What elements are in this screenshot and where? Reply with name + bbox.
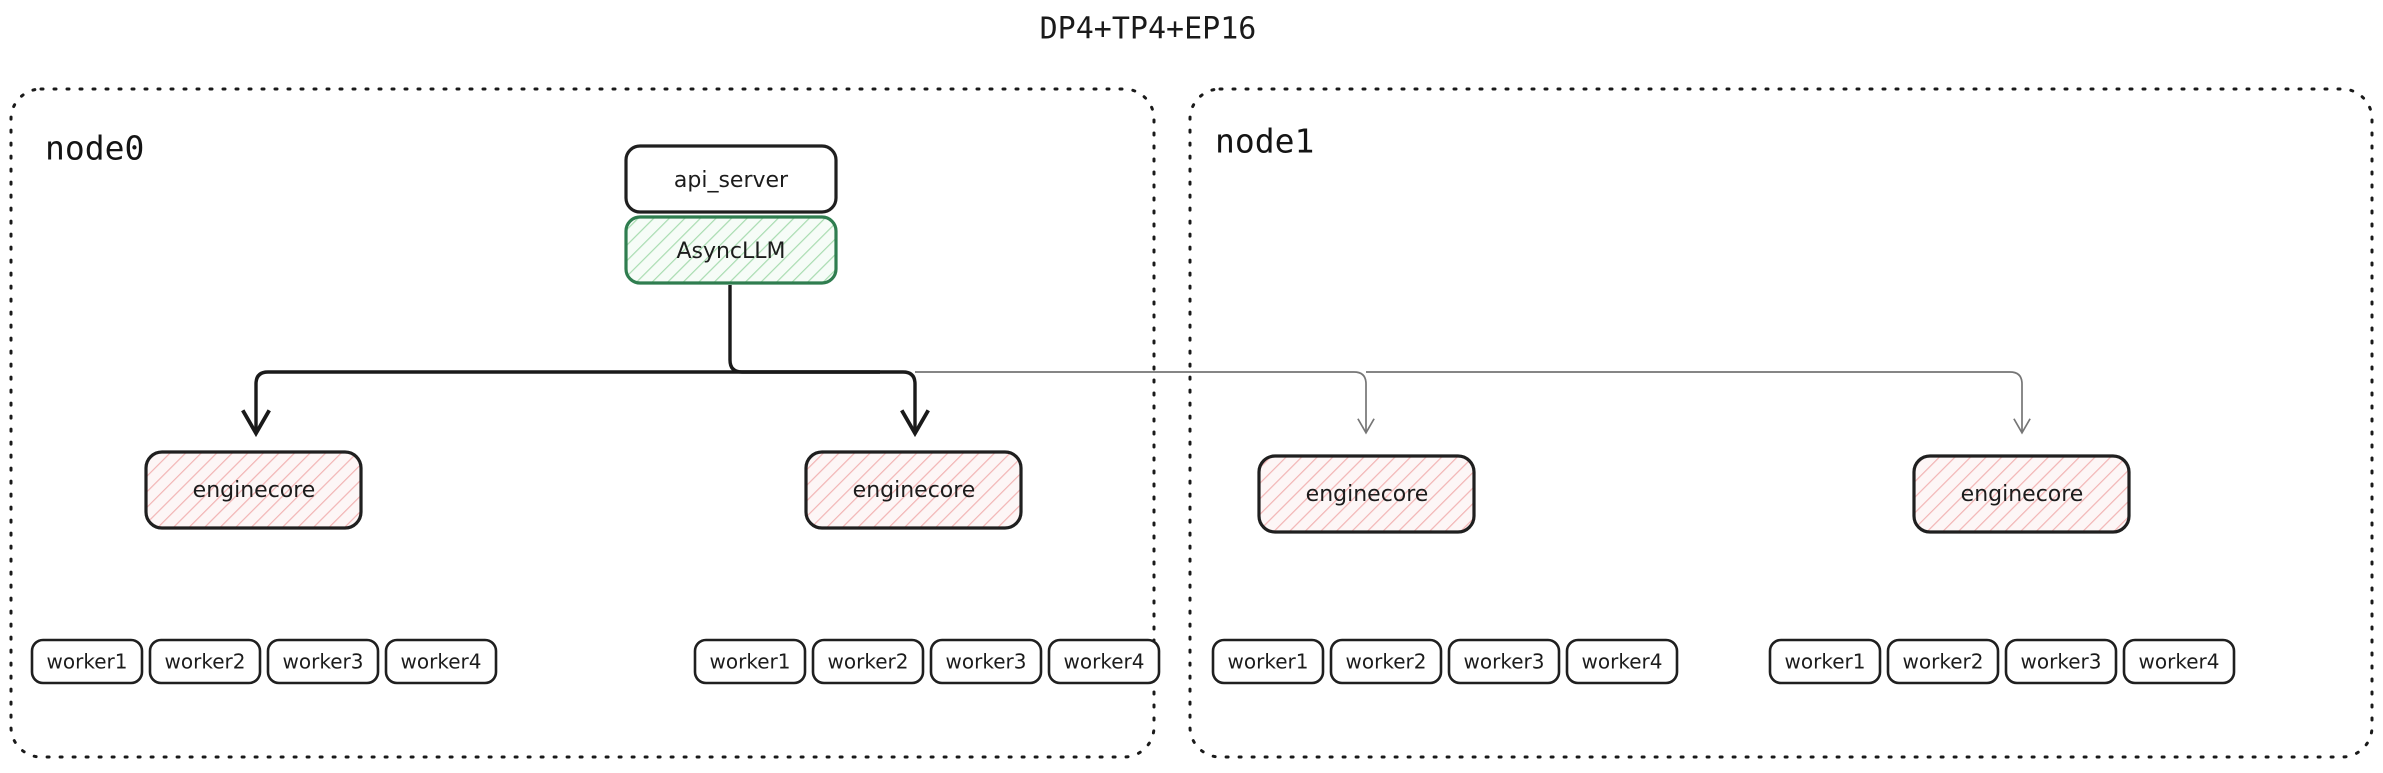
worker-rect <box>2122 638 2236 685</box>
node0-boundary <box>9 87 1156 759</box>
enginecore-label: enginecore <box>193 478 316 503</box>
worker-label: worker2 <box>1903 650 1984 674</box>
worker-label: worker1 <box>1228 650 1309 674</box>
node-container-node0: node0 <box>9 87 1156 759</box>
enginecore-rect <box>804 450 1023 530</box>
enginecore-box-node0-1[interactable]: enginecore <box>804 450 1023 530</box>
node1-label: node1 <box>1215 122 1314 161</box>
worker-rect <box>1768 638 1882 685</box>
worker-label: worker2 <box>1346 650 1427 674</box>
worker-label: worker2 <box>165 650 246 674</box>
worker-group-node1-1: worker1 worker2 worker3 worker4 <box>1768 638 2236 685</box>
worker-rect <box>1329 638 1443 685</box>
worker-box[interactable]: worker4 <box>1047 638 1161 685</box>
async-llm-label: AsyncLLM <box>676 239 785 264</box>
worker-label: worker4 <box>1582 650 1663 674</box>
worker-rect <box>1565 638 1679 685</box>
worker-box[interactable]: worker3 <box>2004 638 2118 685</box>
worker-label: worker1 <box>1785 650 1866 674</box>
worker-box[interactable]: worker3 <box>1447 638 1561 685</box>
enginecore-label: enginecore <box>1306 482 1429 507</box>
worker-box[interactable]: worker3 <box>266 638 380 685</box>
worker-box[interactable]: worker1 <box>693 638 807 685</box>
worker-box[interactable]: worker4 <box>384 638 498 685</box>
worker-rect <box>929 638 1043 685</box>
worker-group-node1-0: worker1 worker2 worker3 worker4 <box>1211 638 1679 685</box>
api-server-rect <box>624 144 838 214</box>
worker-rect <box>384 638 498 685</box>
worker-label: worker1 <box>710 650 791 674</box>
worker-label: worker1 <box>47 650 128 674</box>
worker-box[interactable]: worker2 <box>1886 638 2000 685</box>
enginecore-label: enginecore <box>853 478 976 503</box>
node-container-node1: node1 <box>1188 87 2374 759</box>
worker-rect <box>693 638 807 685</box>
worker-rect <box>1047 638 1161 685</box>
worker-rect <box>148 638 262 685</box>
worker-box[interactable]: worker1 <box>1211 638 1325 685</box>
enginecore-rect <box>1912 454 2131 534</box>
worker-rect <box>30 638 144 685</box>
worker-rect <box>811 638 925 685</box>
worker-rect <box>1211 638 1325 685</box>
worker-label: worker2 <box>828 650 909 674</box>
diagram-title: DP4+TP4+EP16 <box>1040 12 1257 47</box>
worker-box[interactable]: worker2 <box>148 638 262 685</box>
worker-box[interactable]: worker3 <box>929 638 1043 685</box>
worker-rect <box>1886 638 2000 685</box>
worker-rect <box>1447 638 1561 685</box>
async-llm-rect <box>624 215 838 285</box>
node1-boundary <box>1188 87 2374 759</box>
worker-group-node0-1: worker1 worker2 worker3 worker4 <box>693 638 1161 685</box>
edge-group <box>241 285 2031 438</box>
enginecore-box-node1-0[interactable]: enginecore <box>1257 454 1476 534</box>
worker-label: worker4 <box>1064 650 1145 674</box>
enginecore-rect <box>1257 454 1476 534</box>
worker-box[interactable]: worker4 <box>1565 638 1679 685</box>
api-server-box[interactable]: api_server <box>624 144 838 214</box>
worker-group-node0-0: worker1 worker2 worker3 worker4 <box>30 638 498 685</box>
worker-label: worker4 <box>401 650 482 674</box>
enginecore-box-node0-0[interactable]: enginecore <box>144 450 363 530</box>
worker-box[interactable]: worker2 <box>1329 638 1443 685</box>
worker-box[interactable]: worker2 <box>811 638 925 685</box>
worker-rect <box>2004 638 2118 685</box>
worker-label: worker3 <box>283 650 364 674</box>
edge-asyncllm-to-node0-engine1 <box>730 370 930 438</box>
worker-rect <box>266 638 380 685</box>
worker-box[interactable]: worker4 <box>2122 638 2236 685</box>
edge-asyncllm-trunk <box>728 285 880 374</box>
worker-box[interactable]: worker1 <box>1768 638 1882 685</box>
edge-asyncllm-to-node1-engine0 <box>915 371 1375 435</box>
worker-box[interactable]: worker1 <box>30 638 144 685</box>
enginecore-rect <box>144 450 363 530</box>
edge-asyncllm-to-node1-engine1 <box>1366 371 2031 435</box>
api-server-label: api_server <box>674 168 789 193</box>
worker-label: worker3 <box>946 650 1027 674</box>
worker-label: worker3 <box>1464 650 1545 674</box>
node0-label: node0 <box>45 129 144 168</box>
worker-label: worker4 <box>2139 650 2220 674</box>
worker-label: worker3 <box>2021 650 2102 674</box>
edge-asyncllm-to-node0-engine0 <box>241 370 730 438</box>
async-llm-box[interactable]: AsyncLLM <box>624 215 838 285</box>
enginecore-box-node1-1[interactable]: enginecore <box>1912 454 2131 534</box>
enginecore-label: enginecore <box>1961 482 2084 507</box>
